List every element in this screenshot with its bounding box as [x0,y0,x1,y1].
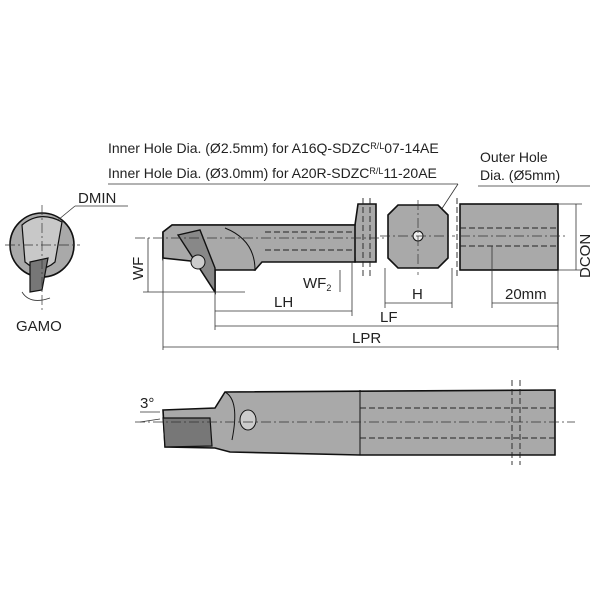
dimension-lines [143,203,582,350]
side-view [135,380,575,465]
length-20mm-label: 20mm [505,286,547,303]
angle-label: 3° [140,395,154,412]
h-label: H [412,286,423,303]
outer-hole-note-1: Outer Hole [480,149,548,165]
wf-label: WF [130,257,147,280]
lh-label: LH [274,294,293,311]
top-view [135,198,565,295]
dmin-label: DMIN [78,190,116,207]
end-view [5,205,128,310]
inner-hole-note-2: Inner Hole Dia. (Ø3.0mm) for A20R-SDZCR/… [108,165,437,181]
dcon-label: DCON [577,234,594,278]
lpr-label: LPR [352,330,381,347]
lf-label: LF [380,309,398,326]
inner-hole-note-1: Inner Hole Dia. (Ø2.5mm) for A16Q-SDZCR/… [108,140,439,156]
wf2-label: WF2 [303,275,331,293]
outer-hole-note-2: Dia. (Ø5mm) [480,167,560,183]
gamo-label: GAMO [16,318,62,335]
